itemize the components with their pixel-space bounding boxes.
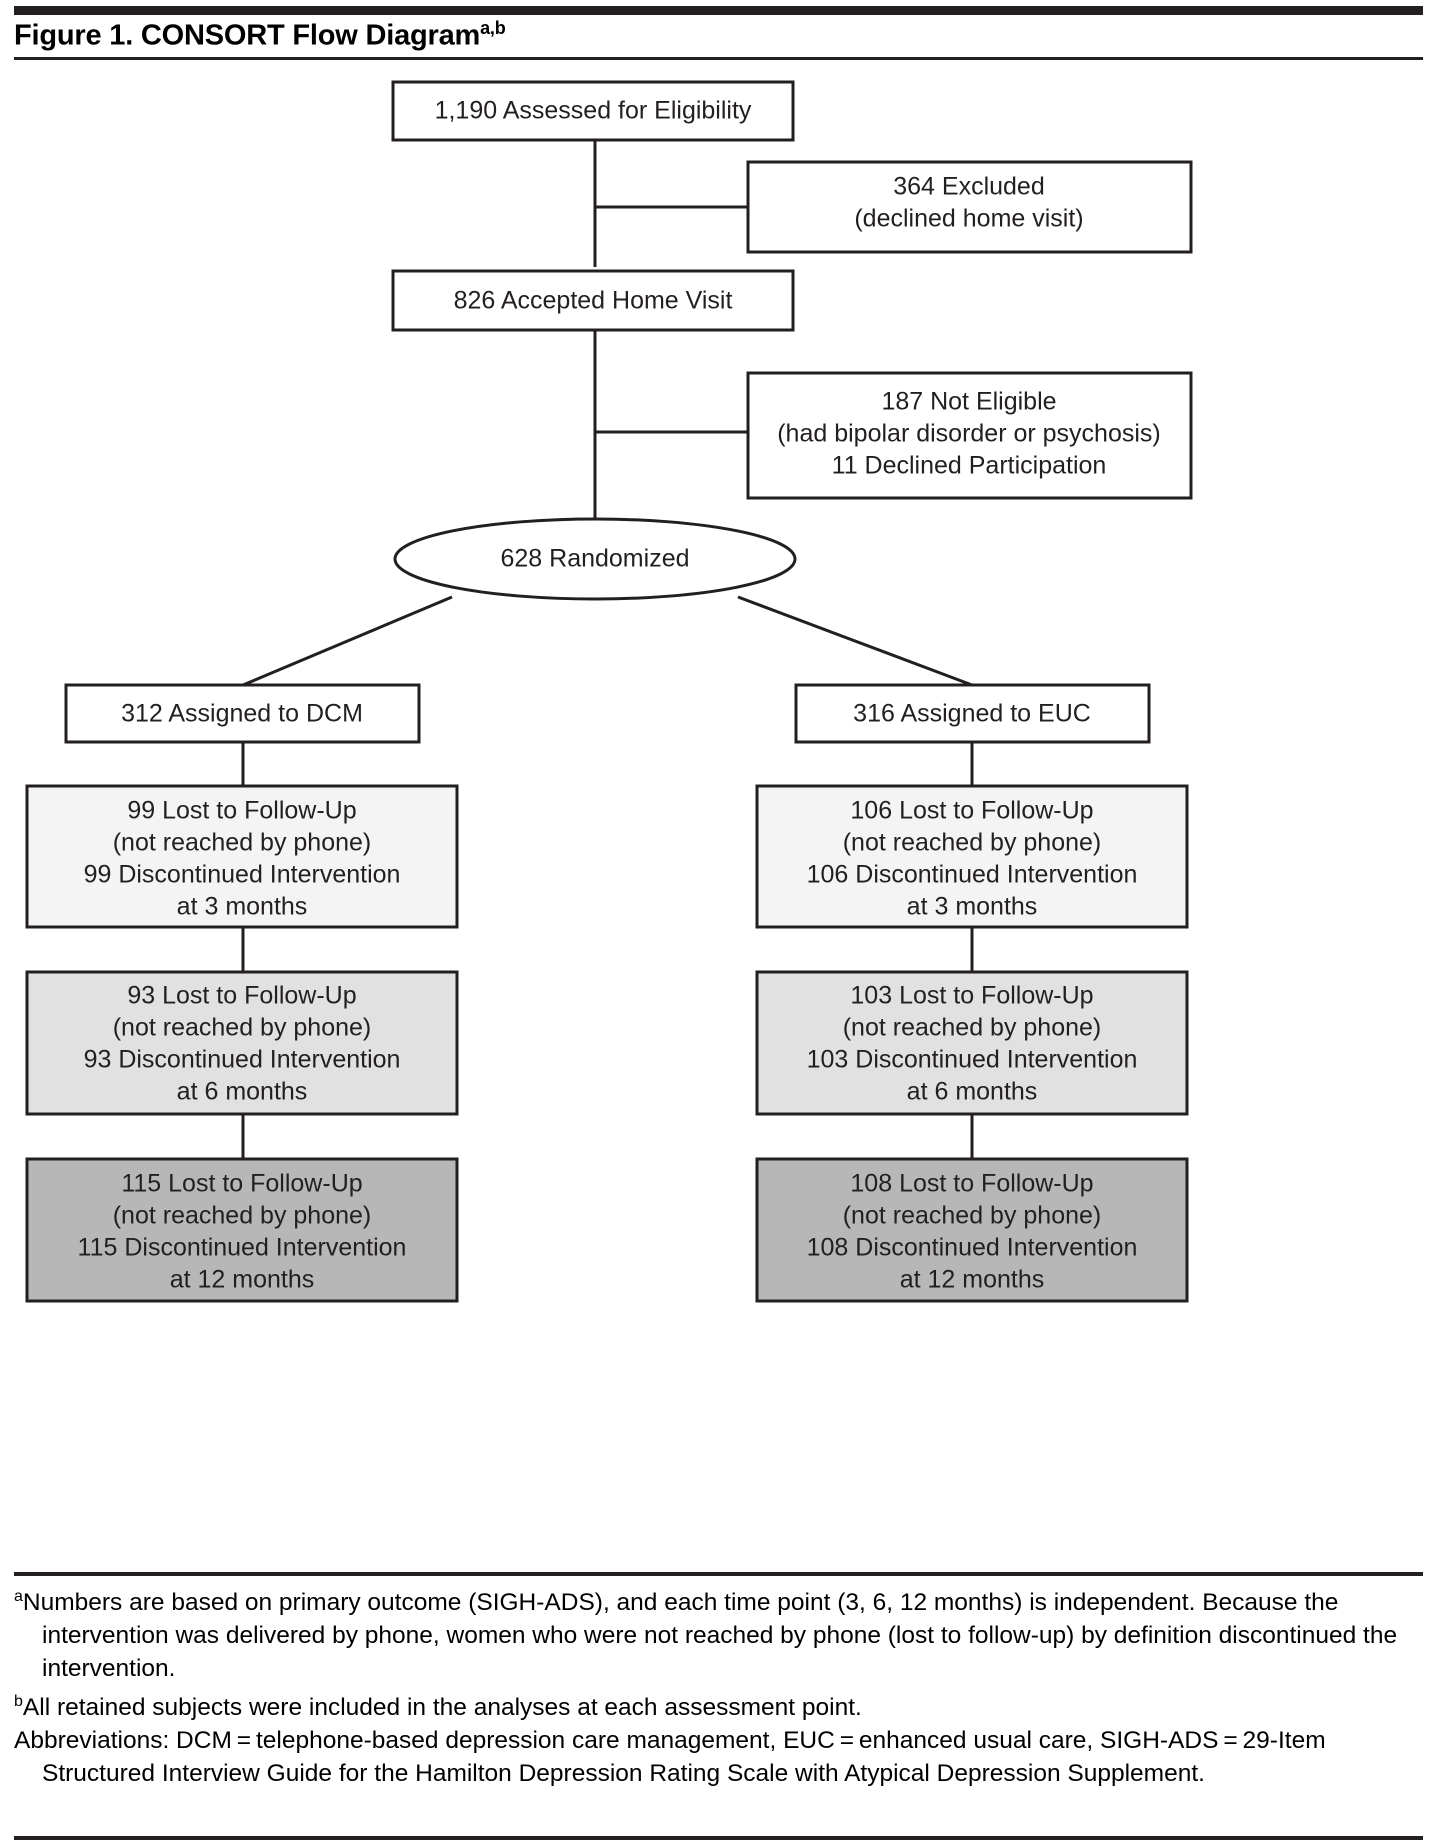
euc-assigned-line-0: 316 Assigned to EUC [853, 700, 1091, 728]
figure-title-text: Figure 1. CONSORT Flow Diagram [14, 19, 481, 52]
node-excluded[interactable]: 364 Excluded (declined home visit) [746, 160, 1193, 254]
euc-6mo-line-1: (not reached by phone) [843, 1014, 1102, 1042]
randomized-ellipse [393, 517, 797, 601]
figure-title-superscript: a,b [480, 18, 506, 38]
assessed-line-0: 1,190 Assessed for Eligibility [435, 97, 752, 125]
euc-6mo-line-0: 103 Lost to Follow-Up [850, 982, 1093, 1010]
footnotes-block: aNumbers are based on primary outcome (S… [14, 1580, 1426, 1790]
dcm-3mo-line-3: at 3 months [177, 893, 308, 921]
not-eligible-line-2: 11 Declined Participation [832, 452, 1107, 480]
euc-assigned-box [794, 683, 1151, 744]
node-dcm-6-months[interactable]: 93 Lost to Follow-Up (not reached by pho… [25, 970, 459, 1116]
node-not-eligible[interactable]: 187 Not Eligible (had bipolar disorder o… [746, 371, 1193, 500]
excluded-box [746, 160, 1193, 254]
dcm-6mo-line-0: 93 Lost to Follow-Up [127, 982, 356, 1010]
connector-randomized-to-euc [737, 595, 973, 687]
euc-3mo-line-1: (not reached by phone) [843, 829, 1102, 857]
euc-3mo-line-2: 106 Discontinued Intervention [807, 861, 1138, 889]
dcm-12mo-box [25, 1157, 459, 1303]
footnote-a: aNumbers are based on primary outcome (S… [14, 1580, 1426, 1685]
not-eligible-line-1: (had bipolar disorder or psychosis) [777, 420, 1161, 448]
consort-flow-diagram: 1,190 Assessed for Eligibility 364 Exclu… [0, 62, 1437, 1570]
euc-6mo-line-3: at 6 months [907, 1078, 1038, 1106]
euc-6mo-line-2: 103 Discontinued Intervention [807, 1046, 1138, 1074]
node-euc-12-months[interactable]: 108 Lost to Follow-Up (not reached by ph… [755, 1157, 1189, 1303]
node-dcm-3-months[interactable]: 99 Lost to Follow-Up (not reached by pho… [25, 784, 459, 929]
node-euc-6-months[interactable]: 103 Lost to Follow-Up (not reached by ph… [755, 970, 1189, 1116]
accepted-line-0: 826 Accepted Home Visit [454, 287, 733, 315]
title-rule [14, 57, 1423, 60]
dcm-12mo-line-0: 115 Lost to Follow-Up [121, 1170, 362, 1198]
euc-12mo-line-3: at 12 months [900, 1266, 1045, 1294]
dcm-6mo-line-3: at 6 months [177, 1078, 308, 1106]
dcm-6mo-line-2: 93 Discontinued Intervention [84, 1046, 401, 1074]
euc-3mo-box [755, 784, 1189, 929]
footnote-a-marker: a [14, 1588, 23, 1605]
dcm-3mo-line-2: 99 Discontinued Intervention [84, 861, 401, 889]
euc-12mo-line-1: (not reached by phone) [843, 1202, 1102, 1230]
footnote-b-text: All retained subjects were included in t… [22, 1694, 862, 1722]
figure-title: Figure 1. CONSORT Flow Diagrama,b [14, 18, 506, 53]
dcm-3mo-line-1: (not reached by phone) [113, 829, 372, 857]
excluded-line-0: 364 Excluded [893, 173, 1045, 201]
dcm-assigned-box [64, 683, 421, 744]
euc-3mo-line-0: 106 Lost to Follow-Up [850, 797, 1093, 825]
node-accepted-home-visit[interactable]: 826 Accepted Home Visit [391, 269, 795, 332]
dcm-12mo-line-3: at 12 months [170, 1266, 315, 1294]
footnote-rule-bottom [14, 1836, 1423, 1840]
dcm-12mo-line-2: 115 Discontinued Intervention [78, 1234, 407, 1262]
node-euc-3-months[interactable]: 106 Lost to Follow-Up (not reached by ph… [755, 784, 1189, 929]
randomized-line-0: 628 Randomized [500, 545, 689, 573]
dcm-12mo-line-1: (not reached by phone) [113, 1202, 372, 1230]
node-assigned-to-dcm[interactable]: 312 Assigned to DCM [64, 683, 421, 744]
connector-lines [241, 140, 974, 1159]
dcm-3mo-box [25, 784, 459, 929]
dcm-assigned-line-0: 312 Assigned to DCM [121, 700, 363, 728]
dcm-6mo-box [25, 970, 459, 1116]
connector-randomized-to-dcm [242, 595, 453, 687]
not-eligible-box [746, 371, 1193, 500]
euc-3mo-line-3: at 3 months [907, 893, 1038, 921]
footnote-rule-top [14, 1572, 1423, 1576]
node-randomized[interactable]: 628 Randomized [393, 517, 797, 601]
node-assessed-for-eligibility[interactable]: 1,190 Assessed for Eligibility [391, 80, 795, 142]
euc-6mo-box [755, 970, 1189, 1116]
node-assigned-to-euc[interactable]: 316 Assigned to EUC [794, 683, 1151, 744]
assessed-box [391, 80, 795, 142]
dcm-3mo-line-0: 99 Lost to Follow-Up [127, 797, 356, 825]
accepted-box [391, 269, 795, 332]
footnote-a-text: Numbers are based on primary outcome (SI… [22, 1589, 1398, 1683]
top-rule [14, 6, 1423, 15]
euc-12mo-line-2: 108 Discontinued Intervention [807, 1234, 1138, 1262]
footnote-abbreviations: Abbreviations: DCM = telephone-based dep… [14, 1727, 1326, 1788]
footnote-b: bAll retained subjects were included in … [14, 1685, 1426, 1724]
euc-12mo-box [755, 1157, 1189, 1303]
euc-12mo-line-0: 108 Lost to Follow-Up [850, 1170, 1093, 1198]
not-eligible-line-0: 187 Not Eligible [881, 388, 1056, 416]
node-dcm-12-months[interactable]: 115 Lost to Follow-Up (not reached by ph… [25, 1157, 459, 1303]
excluded-line-1: (declined home visit) [854, 205, 1083, 233]
dcm-6mo-line-1: (not reached by phone) [113, 1014, 372, 1042]
footnote-b-marker: b [14, 1693, 23, 1711]
